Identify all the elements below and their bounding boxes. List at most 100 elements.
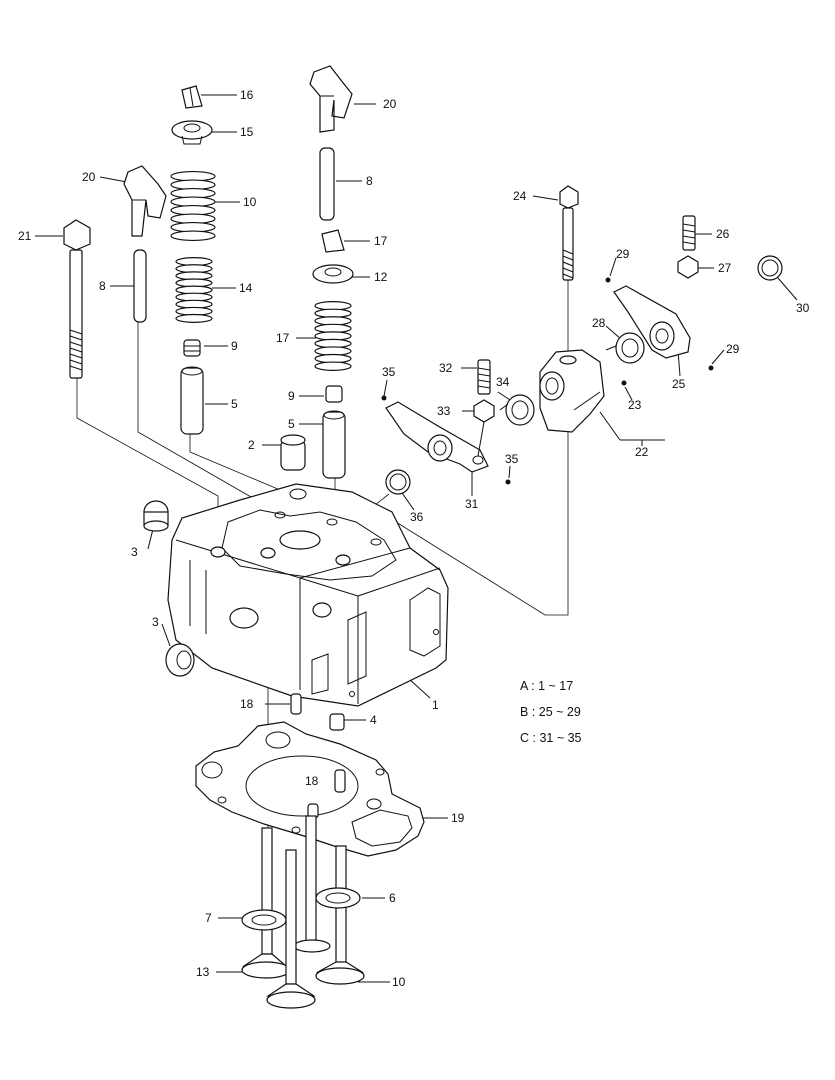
callout-35b: 35 (505, 452, 519, 466)
callout-26: 26 (716, 227, 730, 241)
valve-guide-center (322, 410, 346, 479)
callout-35a: 35 (382, 365, 396, 379)
leader-lines (35, 94, 798, 983)
callout-20b: 20 (383, 97, 397, 111)
rocker-arm-right (613, 285, 691, 359)
callout-8a: 8 (99, 279, 106, 293)
callout-17a: 16 (240, 88, 254, 102)
spring-retainer-center (312, 264, 354, 284)
cylinder-head-gasket (195, 721, 425, 857)
callout-14: 10 (243, 195, 257, 209)
outer-valve-spring-left (170, 170, 216, 242)
callout-24: 24 (513, 189, 527, 203)
parts-group-legend: A : 1 ~ 17 B : 25 ~ 29 C : 31 ~ 35 (520, 676, 640, 754)
lock-nut-right (677, 255, 699, 279)
callout-3b: 3 (152, 615, 159, 629)
valve-stem-seal-left (183, 339, 201, 357)
callout-17b: 17 (374, 234, 388, 248)
callout-7: 7 (205, 911, 212, 925)
rocker-left-axis (477, 421, 485, 457)
callout-16: 15 (240, 125, 254, 139)
rocker-shaft-support (539, 349, 605, 433)
valve-spring-seat-7 (241, 909, 287, 931)
callout-10: 10 (392, 975, 406, 989)
circlip-right (757, 255, 783, 281)
callout-25: 25 (672, 377, 686, 391)
push-rod-left (133, 249, 147, 323)
valve-cotter-center (321, 229, 345, 253)
callout-12: 12 (374, 270, 388, 284)
valve-guide-left (180, 366, 204, 435)
callout-2: 2 (248, 438, 255, 452)
lock-nut-left (473, 399, 495, 423)
callout-29a: 29 (616, 247, 630, 261)
callout-21: 21 (18, 229, 32, 243)
rocker-bushing-right (605, 332, 645, 364)
ball-left-top (381, 395, 387, 401)
legend-group-c: C : 31 ~ 35 (520, 731, 582, 745)
callout-11: 17 (276, 331, 290, 345)
sealing-plug-side (165, 643, 195, 677)
valve-front (266, 849, 316, 1009)
dowel-pin-top (290, 693, 302, 715)
legend-group-b: B : 25 ~ 29 (520, 705, 581, 719)
callout-9b: 9 (288, 389, 295, 403)
legend-group-a: A : 1 ~ 17 (520, 679, 574, 693)
callout-20a: 20 (82, 170, 96, 184)
callout-8b: 8 (366, 174, 373, 188)
spring-coil (175, 313, 213, 323)
valve-seat-insert (280, 434, 306, 471)
valve-10 (315, 845, 365, 985)
rocker-bushing-left (499, 394, 535, 426)
valve-13 (241, 827, 291, 979)
callout-15: 14 (239, 281, 253, 295)
callout-5b: 5 (288, 417, 295, 431)
callout-4: 4 (370, 713, 377, 727)
callout-19: 19 (451, 811, 465, 825)
callout-18b: 18 (305, 774, 319, 788)
valve-spring-seat-6 (315, 887, 361, 909)
valve-stem-seal-center (325, 385, 343, 403)
callout-33: 33 (437, 404, 451, 418)
callout-9a: 9 (231, 339, 238, 353)
callout-3a: 3 (131, 545, 138, 559)
callout-labels: 16 15 10 14 9 5 20 21 8 2 3 3 20 8 17 12… (18, 88, 810, 989)
callout-22: 22 (635, 445, 649, 459)
callout-36: 36 (410, 510, 424, 524)
valve-center (293, 815, 331, 953)
sealing-plug-top (143, 500, 169, 532)
spring-coil (170, 230, 216, 242)
adjusting-screw-right (682, 215, 696, 251)
callout-34: 34 (496, 375, 510, 389)
callout-31: 31 (465, 497, 479, 511)
rocker-arm-left (385, 401, 489, 473)
adjusting-screw-left (477, 359, 491, 395)
callout-6: 6 (389, 891, 396, 905)
callout-29b: 29 (726, 342, 740, 356)
callout-23: 23 (628, 398, 642, 412)
ball-right-top (605, 277, 611, 283)
cylinder-head-bolt (63, 219, 91, 379)
callout-30: 30 (796, 301, 810, 315)
ball-support (621, 380, 627, 386)
callout-13: 13 (196, 965, 210, 979)
inner-valve-spring-left (175, 257, 213, 323)
dowel-pin-bottom (334, 769, 346, 793)
callout-5a: 5 (231, 397, 238, 411)
push-rod-center (319, 147, 335, 221)
valve-bridge-left (123, 165, 167, 237)
ball-left-bottom (505, 479, 511, 485)
ball-right-bottom (708, 365, 714, 371)
circlip-left (385, 469, 411, 495)
callout-1: 1 (432, 698, 439, 712)
rocker-support-bolt (559, 185, 579, 281)
valve-spring-center (314, 301, 352, 371)
callout-18a: 18 (240, 697, 254, 711)
callout-32: 32 (439, 361, 453, 375)
valve-cotter-left (181, 85, 203, 109)
sealing-plug-small (329, 713, 345, 731)
valve-bridge-center (309, 65, 353, 133)
cylinder-head (167, 483, 449, 707)
callout-27: 27 (718, 261, 732, 275)
